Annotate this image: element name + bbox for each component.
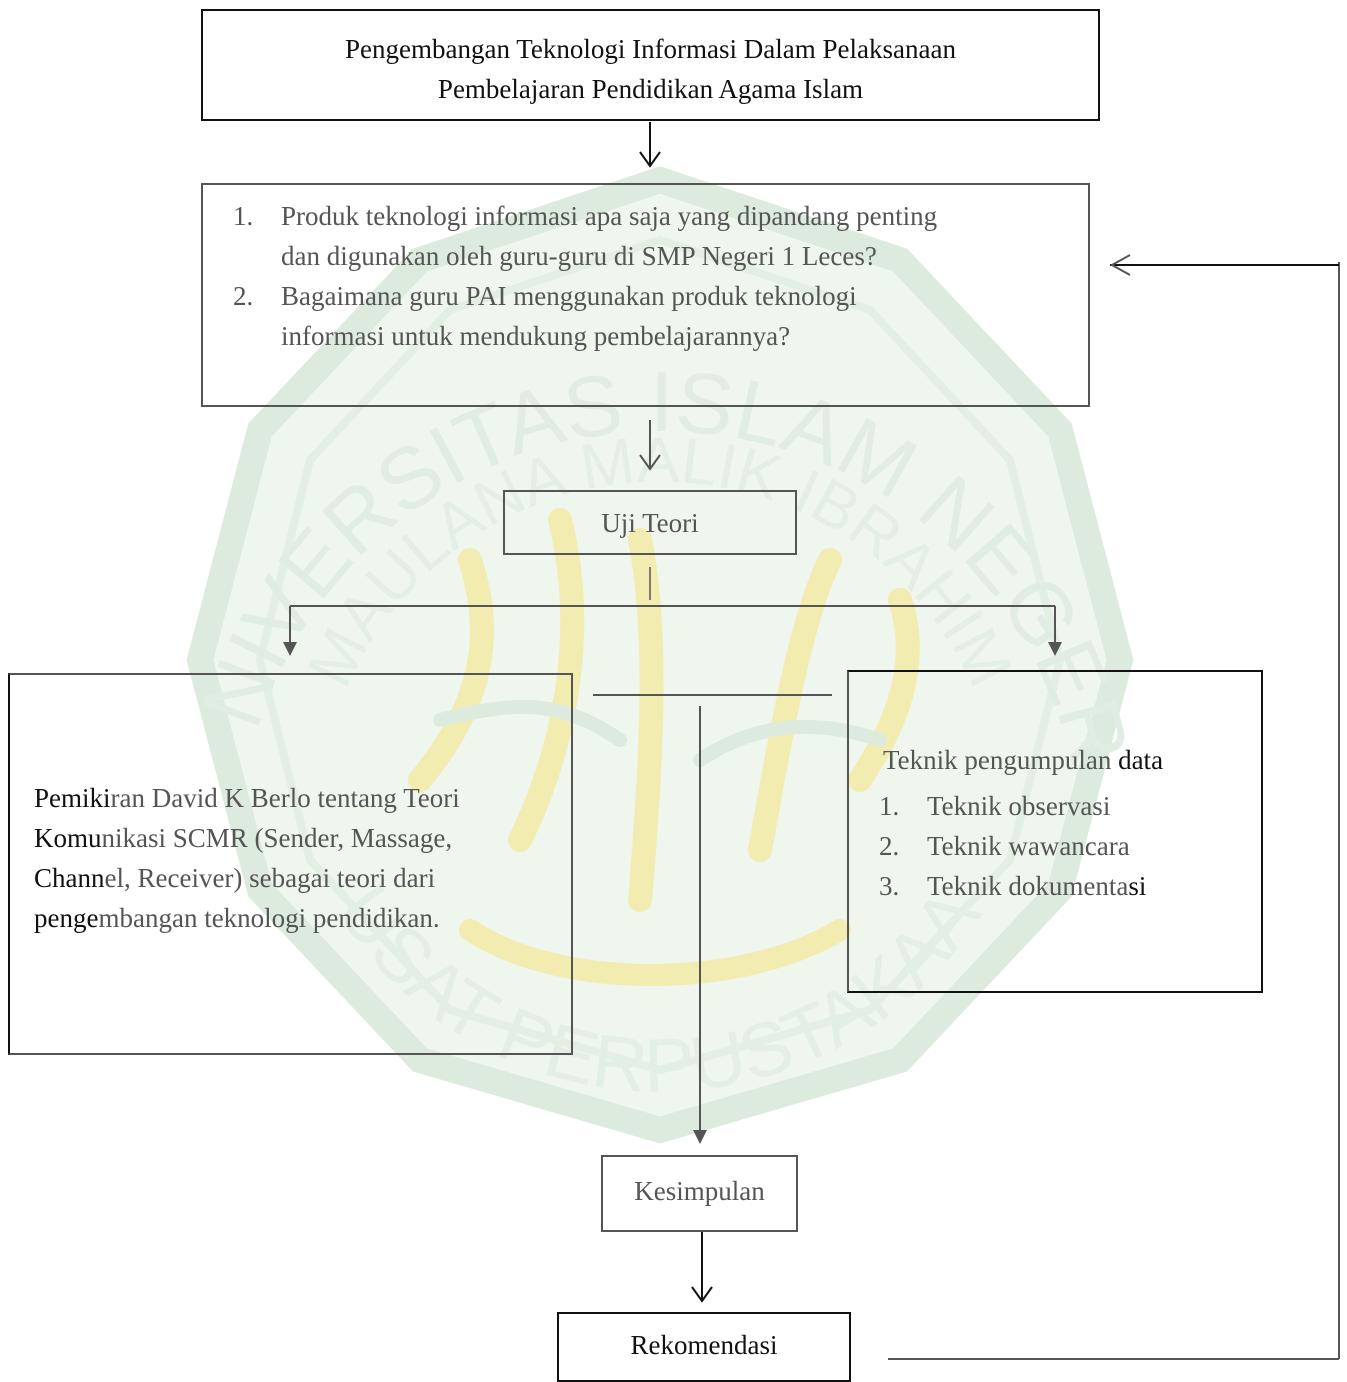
question-number: 2. [233, 281, 254, 311]
research-questions-list: 1. Produk teknologi informasi apa saja y… [233, 196, 1088, 356]
rekomendasi-label: Rekomendasi [630, 1330, 778, 1360]
theory-line-1: Pemikiran David K Berlo tentang Teori [34, 783, 460, 813]
technique-item: 1. Teknik observasi [879, 791, 1111, 821]
kesimpulan-label: Kesimpulan [634, 1176, 765, 1206]
question-text-line: Produk teknologi informasi apa saja yang… [281, 201, 938, 231]
uji-teori-box: Uji Teori [503, 490, 797, 555]
feedback-arrowhead [1109, 254, 1131, 276]
research-questions-box: 1. Produk teknologi informasi apa saja y… [201, 183, 1090, 407]
theory-line-2: Komunikasi SCMR (Sender, Massage, [34, 823, 453, 853]
technique-title: Teknik pengumpulan data [883, 745, 1164, 775]
arrow-to-theory [283, 642, 297, 656]
question-text-line: informasi untuk mendukung pembelajaranny… [281, 321, 791, 351]
theory-box: Pemikiran David K Berlo tentang Teori Ko… [8, 673, 573, 1055]
technique-box: Teknik pengumpulan data 1. Teknik observ… [847, 670, 1263, 993]
question-number: 1. [233, 201, 254, 231]
title-line-2: Pembelajaran Pendidikan Agama Islam [437, 74, 864, 104]
seal-calligraphy [408, 508, 920, 986]
theory-line-3: Channel, Receiver) sebagai teori dari [34, 863, 436, 893]
kesimpulan-box: Kesimpulan [601, 1155, 798, 1232]
uji-teori-label: Uji Teori [601, 508, 699, 538]
question-text-line: dan digunakan oleh guru-guru di SMP Nege… [281, 241, 877, 271]
title-box: Pengembangan Teknologi Informasi Dalam P… [201, 9, 1100, 121]
technique-item: 2. Teknik wawancara [879, 831, 1130, 861]
research-question-item: 1. Produk teknologi informasi apa saja y… [233, 196, 1088, 276]
rekomendasi-box: Rekomendasi [557, 1312, 851, 1382]
theory-line-4: pengembangan teknologi pendidikan. [34, 903, 440, 933]
arrow-to-technique [1048, 642, 1062, 656]
technique-item: 3. Teknik dokumentasi [879, 871, 1147, 901]
research-question-item: 2. Bagaimana guru PAI menggunakan produk… [233, 276, 1088, 356]
question-text-line: Bagaimana guru PAI menggunakan produk te… [281, 281, 857, 311]
title-line-1: Pengembangan Teknologi Informasi Dalam P… [345, 34, 956, 64]
